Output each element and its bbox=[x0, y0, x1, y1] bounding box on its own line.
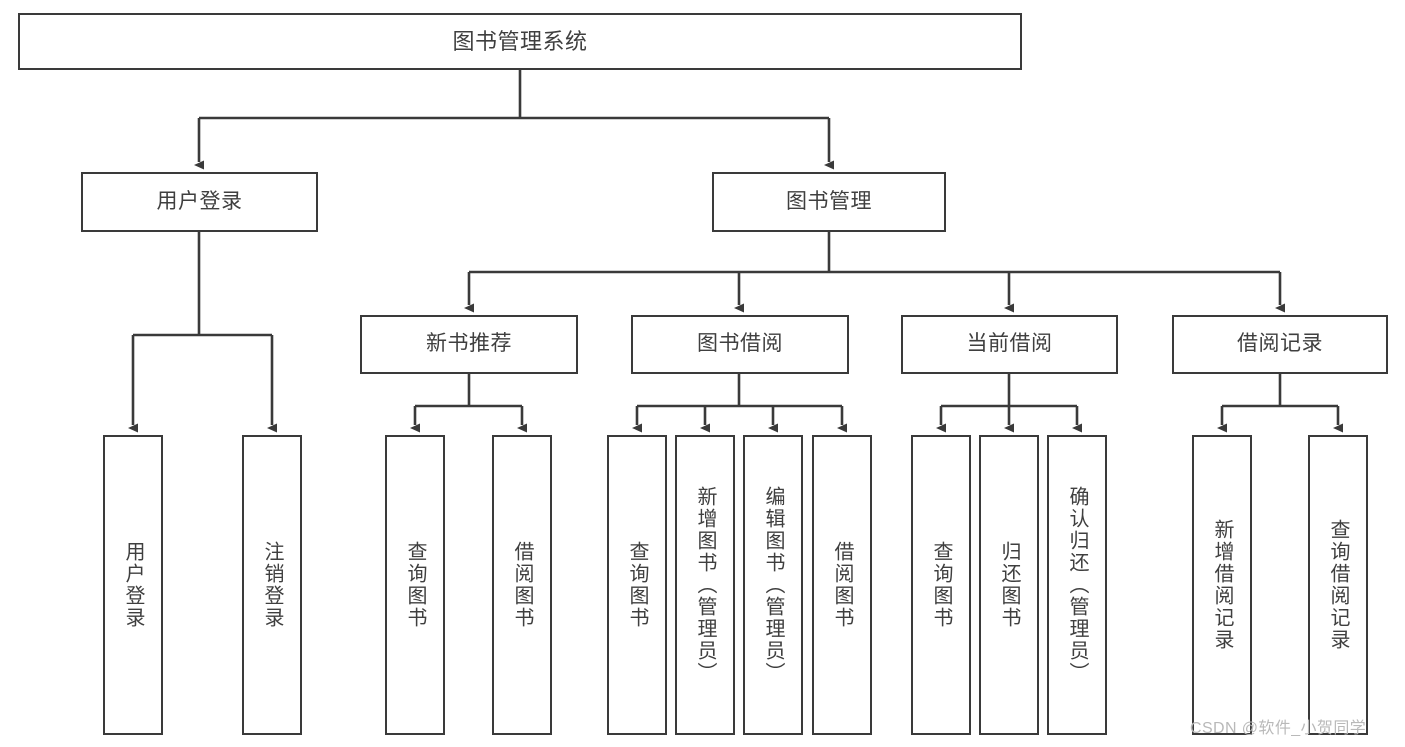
node-label: 查询图书 bbox=[626, 541, 648, 629]
node-leaf-add-book[interactable]: 新增图书（管理员） bbox=[675, 435, 735, 735]
node-current-borrow[interactable]: 当前借阅 bbox=[901, 315, 1118, 374]
node-label: 图书管理 bbox=[786, 189, 872, 213]
node-label: 新书推荐 bbox=[426, 332, 512, 356]
node-label: 查询图书 bbox=[930, 541, 952, 629]
node-label: 查询图书 bbox=[404, 541, 426, 629]
node-label: 用户登录 bbox=[156, 189, 243, 213]
node-label: 确认归还（管理员） bbox=[1066, 486, 1088, 684]
node-leaf-borrow-book-2[interactable]: 借阅图书 bbox=[812, 435, 872, 735]
node-leaf-query-book-2[interactable]: 查询图书 bbox=[607, 435, 667, 735]
node-new-book-recommend[interactable]: 新书推荐 bbox=[360, 315, 578, 374]
node-label: 归还图书 bbox=[998, 541, 1020, 629]
node-label: 借阅图书 bbox=[511, 541, 533, 629]
node-leaf-borrow-book-1[interactable]: 借阅图书 bbox=[492, 435, 552, 735]
node-leaf-add-record[interactable]: 新增借阅记录 bbox=[1192, 435, 1252, 735]
node-book-borrow[interactable]: 图书借阅 bbox=[631, 315, 849, 374]
node-label: 借阅图书 bbox=[831, 541, 853, 629]
node-label: 注销登录 bbox=[261, 541, 283, 629]
node-leaf-user-logout[interactable]: 注销登录 bbox=[242, 435, 302, 735]
node-leaf-confirm-return[interactable]: 确认归还（管理员） bbox=[1047, 435, 1107, 735]
node-borrow-record[interactable]: 借阅记录 bbox=[1172, 315, 1388, 374]
node-label: 新增图书（管理员） bbox=[694, 486, 716, 684]
node-label: 用户登录 bbox=[122, 541, 144, 629]
node-leaf-user-login[interactable]: 用户登录 bbox=[103, 435, 163, 735]
node-label: 编辑图书（管理员） bbox=[762, 486, 784, 684]
node-label: 图书借阅 bbox=[697, 332, 783, 356]
node-leaf-edit-book[interactable]: 编辑图书（管理员） bbox=[743, 435, 803, 735]
node-label: 图书管理系统 bbox=[452, 28, 588, 54]
node-label: 查询借阅记录 bbox=[1327, 519, 1349, 651]
node-leaf-query-book-1[interactable]: 查询图书 bbox=[385, 435, 445, 735]
node-label: 当前借阅 bbox=[966, 332, 1053, 356]
node-book-manage[interactable]: 图书管理 bbox=[712, 172, 946, 232]
node-user-login[interactable]: 用户登录 bbox=[81, 172, 318, 232]
node-label: 借阅记录 bbox=[1237, 332, 1323, 356]
node-leaf-return-book[interactable]: 归还图书 bbox=[979, 435, 1039, 735]
csdn-watermark: CSDN @软件_小贺同学 bbox=[1190, 720, 1367, 737]
node-root-book-management-system[interactable]: 图书管理系统 bbox=[18, 13, 1022, 70]
node-label: 新增借阅记录 bbox=[1211, 519, 1233, 651]
node-leaf-query-record[interactable]: 查询借阅记录 bbox=[1308, 435, 1368, 735]
node-leaf-query-book-3[interactable]: 查询图书 bbox=[911, 435, 971, 735]
